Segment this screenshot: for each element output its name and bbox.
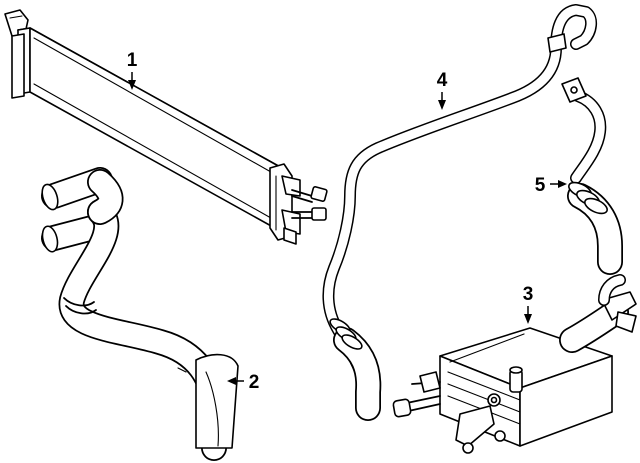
cooler-3-side: [519, 355, 613, 447]
hose-2-lower-bell: [195, 353, 239, 449]
callout-3: 3: [523, 284, 534, 324]
callout-label-1: 1: [127, 50, 138, 71]
hose-2-end-upper: [41, 183, 59, 211]
part-1-oil-cooler: [4, 9, 328, 245]
callout-4: 4: [437, 70, 448, 110]
callout-label-5: 5: [535, 175, 546, 196]
part-2-hose: [41, 167, 239, 461]
cooler-fitting-upper: [310, 186, 328, 202]
callout-5: 5: [535, 175, 567, 196]
cooler-left-tank: [11, 33, 25, 99]
cooler-3-inlet: [392, 398, 412, 418]
hose-2-end-lower: [41, 225, 59, 253]
callout-label-2: 2: [249, 372, 260, 393]
callout-2: 2: [227, 372, 259, 393]
callout-label-3: 3: [523, 284, 534, 305]
part-3-oil-cooler-assembly: [392, 274, 637, 454]
callout-1: 1: [127, 50, 138, 90]
part-4-pipe: [322, 4, 597, 421]
pipe-4-bracket: [547, 33, 567, 53]
callout-label-4: 4: [437, 70, 448, 91]
cooler-fitting-lower: [311, 207, 327, 221]
part-5-pipe: [561, 77, 623, 275]
